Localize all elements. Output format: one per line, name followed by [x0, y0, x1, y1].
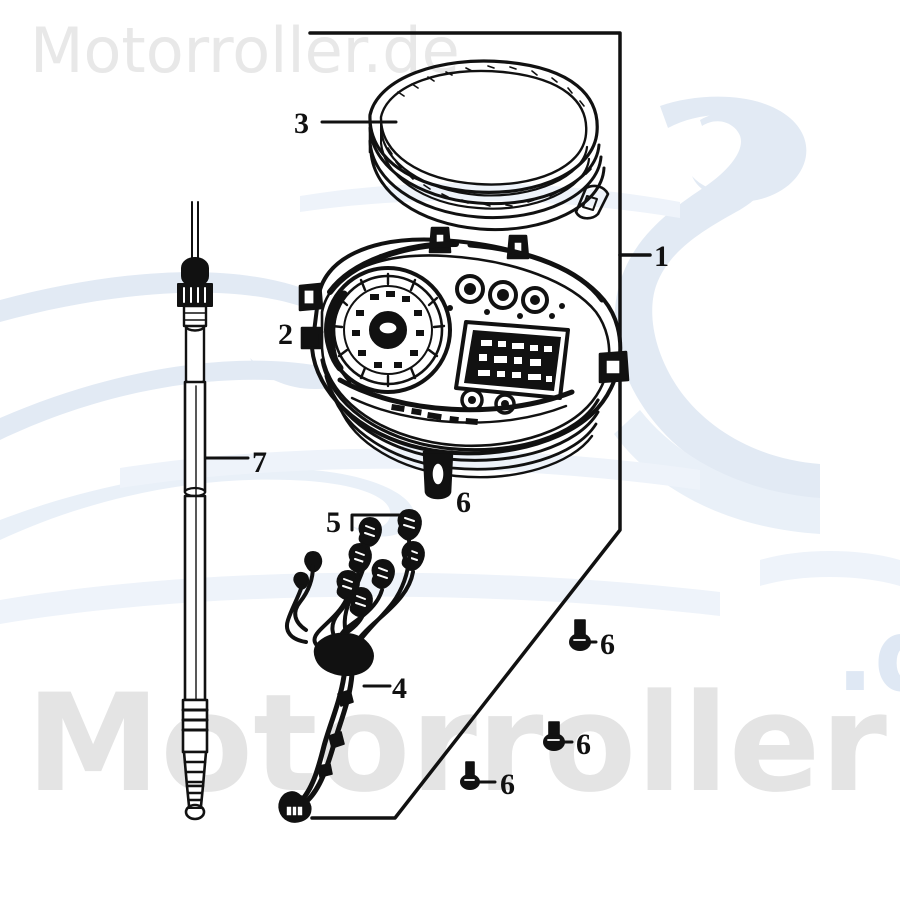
callout-1: 1	[654, 240, 669, 273]
bezel-ring-part3	[368, 59, 610, 232]
swoosh-band-lower	[0, 572, 720, 624]
callout-6-cluster-tab: 6	[456, 486, 471, 519]
swoosh-band-right	[760, 551, 900, 586]
watermark-bottom-suffix: .d	[836, 597, 900, 714]
callout-2: 2	[278, 318, 293, 351]
callout-6-screw-b: 6	[600, 628, 615, 661]
callout-4: 4	[392, 672, 407, 705]
screw-a	[460, 761, 497, 790]
swoosh-band-mid	[120, 448, 700, 490]
bulb-sockets-part5	[336, 509, 425, 617]
screws-part6	[460, 619, 598, 790]
speedometer-unit-part2	[298, 226, 630, 500]
swoosh-left-upper	[0, 272, 383, 390]
leader-lines	[204, 120, 406, 688]
callout-6-screw-c: 6	[576, 728, 591, 761]
assembly-bracket-1	[308, 31, 652, 820]
callout-7: 7	[252, 446, 267, 479]
watermark-top-text: Motorroller.de	[30, 14, 460, 87]
callout-3: 3	[294, 107, 309, 140]
swoosh-left-mid	[0, 360, 437, 468]
screw-c	[543, 721, 574, 751]
callout-6-screw-a: 6	[500, 768, 515, 801]
swoosh-right-body	[614, 112, 820, 500]
screw-b	[569, 619, 598, 651]
callout-5: 5	[326, 506, 341, 539]
speedometer-cable-part7	[177, 201, 213, 821]
wordmark-watermark-group: Motorroller.de Motorroller .d	[26, 14, 900, 822]
watermark-bottom-text: Motorroller	[26, 665, 887, 822]
callout-number-group: 1 2 3 4 5 6 6 6 6 7	[252, 107, 669, 801]
wiring-harness-part4	[278, 509, 425, 823]
swoosh-right-tail	[614, 410, 820, 534]
